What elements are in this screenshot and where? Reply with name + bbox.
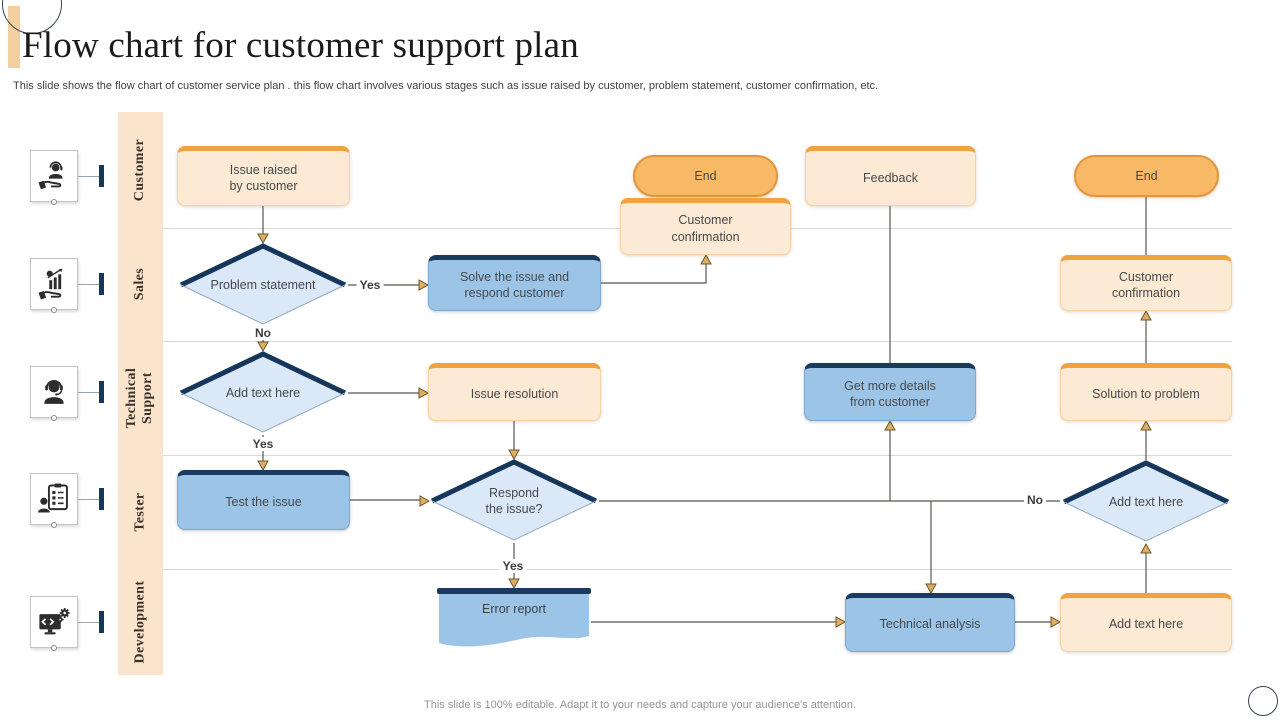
diamond-shape — [1062, 460, 1230, 542]
node-end-2[interactable]: End — [1074, 155, 1219, 197]
node-customer-confirmation-2[interactable]: Customer confirmation — [1060, 255, 1232, 311]
icon-connector-line — [78, 176, 99, 177]
page-title: Flow chart for customer support plan — [22, 25, 579, 66]
icon-handle-bar — [99, 611, 104, 633]
development-code-icon — [39, 608, 70, 635]
icon-connector-line — [78, 499, 99, 500]
diamond-shape — [430, 459, 598, 541]
node-issue-raised[interactable]: Issue raised by customer — [177, 146, 350, 206]
node-label: Test the issue — [225, 494, 302, 509]
node-label: Problem statement — [210, 277, 316, 292]
node-label: Add text here — [1108, 494, 1184, 509]
node-label: Add text here — [1108, 617, 1184, 632]
node-error-report[interactable]: Error report — [437, 588, 591, 652]
icon-connector-line — [78, 622, 99, 623]
node-customer-confirmation-1[interactable]: Customer confirmation — [620, 198, 791, 255]
customer-service-icon[interactable] — [30, 150, 78, 205]
diamond-shape — [179, 351, 347, 433]
lane-divider — [163, 341, 1232, 342]
edge-label-yes: Yes — [249, 437, 277, 451]
lane-label-tester[interactable]: Tester — [132, 492, 148, 532]
corner-circle-decoration-bottom-right — [1248, 686, 1278, 716]
support-agent-icon — [44, 380, 64, 404]
sales-growth-icon[interactable] — [30, 258, 78, 313]
connector-dot — [51, 307, 57, 313]
node-feedback[interactable]: Feedback — [805, 146, 976, 206]
tester-checklist-icon[interactable] — [30, 473, 78, 528]
lane-label-development[interactable]: Development — [132, 580, 148, 664]
connector-dot — [51, 199, 57, 205]
customer-service-icon — [38, 161, 63, 190]
node-label: Get more details from customer — [844, 378, 936, 409]
node-label: Feedback — [863, 170, 918, 185]
node-solve-issue[interactable]: Solve the issue and respond customer — [428, 255, 601, 311]
document-shape — [437, 588, 591, 647]
node-problem-statement-decision[interactable]: Problem statement — [178, 243, 348, 327]
edge-label-yes: Yes — [499, 559, 527, 573]
edge-label-yes: Yes — [356, 278, 384, 292]
node-respond-issue-decision[interactable]: Respond the issue? — [429, 459, 599, 543]
node-label: Technical analysis — [879, 617, 981, 632]
connector-dot — [51, 645, 57, 651]
node-solution-to-problem[interactable]: Solution to problem — [1060, 363, 1232, 421]
node-label: Customer confirmation — [671, 213, 740, 244]
lane-divider — [163, 455, 1232, 456]
page-subtitle: This slide shows the flow chart of custo… — [13, 80, 879, 92]
node-test-issue[interactable]: Test the issue — [177, 470, 350, 530]
diamond-shape — [179, 243, 347, 325]
node-label: Solution to problem — [1092, 386, 1200, 401]
node-label: Issue raised by customer — [229, 162, 298, 193]
icon-handle-bar — [99, 273, 104, 295]
icon-handle-bar — [99, 381, 104, 403]
page-footer: This slide is 100% editable. Adapt it to… — [424, 699, 856, 711]
node-add-text-decision-1[interactable]: Add text here — [178, 351, 348, 435]
node-label: Add text here — [225, 385, 301, 400]
support-agent-icon[interactable] — [30, 366, 78, 421]
node-end-1[interactable]: End — [633, 155, 778, 197]
icon-connector-line — [78, 284, 99, 285]
node-label: End — [694, 168, 717, 183]
node-label: Issue resolution — [470, 386, 559, 401]
icon-connector-line — [78, 392, 99, 393]
connector-dot — [51, 522, 57, 528]
tester-checklist-icon — [38, 483, 68, 513]
node-label: Error report — [482, 602, 546, 616]
node-add-text-3[interactable]: Add text here — [1060, 593, 1232, 652]
icon-handle-bar — [99, 488, 104, 510]
node-get-more-details[interactable]: Get more details from customer — [804, 363, 976, 421]
node-technical-analysis[interactable]: Technical analysis — [845, 593, 1015, 652]
node-label: Solve the issue and respond customer — [459, 269, 570, 300]
lane-divider — [163, 569, 1232, 570]
node-issue-resolution[interactable]: Issue resolution — [428, 363, 601, 421]
node-label: Customer confirmation — [1111, 269, 1181, 300]
connector-dot — [51, 415, 57, 421]
sales-growth-icon — [38, 268, 63, 300]
lane-label-customer[interactable]: Customer — [132, 138, 148, 202]
node-label: End — [1135, 168, 1158, 183]
edge-label-no: No — [252, 326, 274, 340]
development-code-icon[interactable] — [30, 596, 78, 651]
swimlane-band — [118, 112, 163, 675]
icon-handle-bar — [99, 165, 104, 187]
edge-label-no: No — [1024, 493, 1046, 507]
node-label: Respond the issue? — [485, 485, 543, 516]
node-add-text-decision-2[interactable]: Add text here — [1061, 460, 1231, 544]
lane-label-technical-support[interactable]: Technical Support — [124, 367, 156, 429]
lane-label-sales[interactable]: Sales — [132, 268, 148, 301]
